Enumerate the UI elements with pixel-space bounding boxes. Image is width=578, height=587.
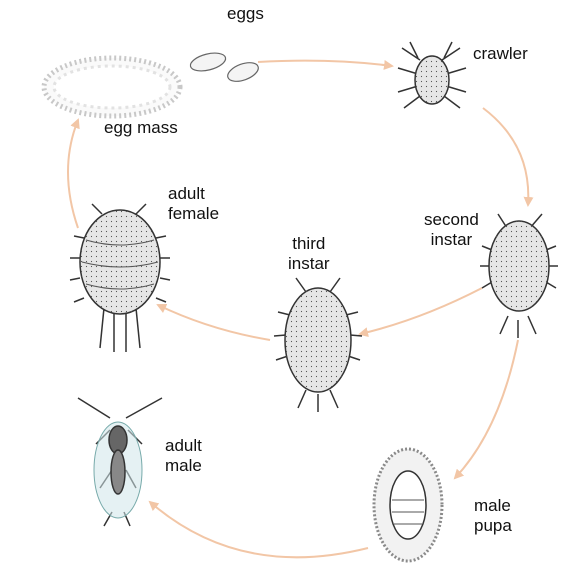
label-crawler: crawler <box>473 44 528 64</box>
male-pupa-illustration <box>374 449 442 561</box>
second-instar-illustration <box>480 214 558 338</box>
arrow-second-instar-to-male-pupa <box>455 340 518 478</box>
label-adult-female: adult female <box>168 184 219 224</box>
label-adult-male: adult male <box>165 436 202 476</box>
crawler-illustration <box>398 42 466 108</box>
egg-mass-illustration <box>44 58 180 116</box>
label-second-instar: second instar <box>424 210 479 250</box>
arrow-third-instar-to-adult-female <box>158 305 270 340</box>
arrow-crawler-to-second-instar <box>483 108 528 205</box>
arrow-adult-female-to-egg-mass <box>68 120 78 228</box>
label-egg-mass: egg mass <box>104 118 178 138</box>
adult-female-illustration <box>70 204 170 352</box>
eggs-illustration <box>189 50 261 85</box>
arrow-male-pupa-to-adult-male <box>150 502 368 557</box>
label-male-pupa: male pupa <box>474 496 512 536</box>
arrow-eggs-to-crawler <box>258 61 392 66</box>
adult-male-illustration <box>78 398 162 526</box>
label-third-instar: third instar <box>288 234 330 274</box>
label-eggs: eggs <box>227 4 264 24</box>
third-instar-illustration <box>274 278 362 412</box>
arrow-second-to-third-instar <box>360 288 482 334</box>
